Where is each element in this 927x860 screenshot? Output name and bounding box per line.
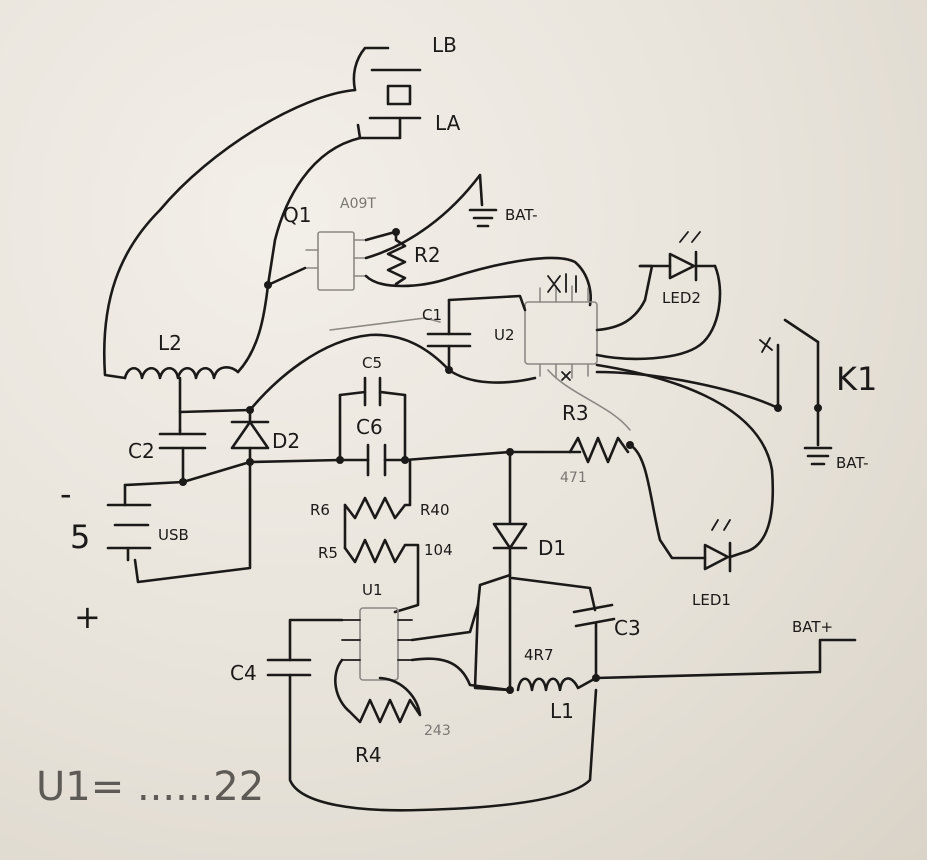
label-lb: LB <box>432 33 457 57</box>
resistor-r4 <box>334 658 422 724</box>
wire-d2-to-c1 <box>248 333 451 412</box>
capacitor-c6 <box>366 443 387 477</box>
label-q1-part: A09T <box>340 196 376 212</box>
label-c3: C3 <box>614 616 641 640</box>
label-c2: C2 <box>128 439 155 463</box>
ic-u1 <box>341 607 413 681</box>
label-q1: Q1 <box>283 203 311 227</box>
switch-k1 <box>759 318 822 412</box>
label-c1: C1 <box>422 306 442 324</box>
wire-usb-neg <box>123 458 342 487</box>
label-led2: LED2 <box>662 289 701 307</box>
wire-r2-to-u2 <box>364 256 592 307</box>
faint-wire-u2-to-r3 <box>547 369 631 431</box>
label-bat-minus-right: BAT- <box>836 454 869 472</box>
label-r3-value: 471 <box>560 470 587 486</box>
label-l2: L2 <box>158 331 182 355</box>
wire-d1-to-c3 <box>473 573 512 692</box>
wire-c1-bottom-to-u2 <box>447 368 537 384</box>
wire-q1-to-ground-top <box>364 173 484 260</box>
wire-d1-to-c3-right <box>510 576 597 612</box>
coil-la-lb <box>352 46 422 140</box>
resistor-r3 <box>568 436 634 464</box>
wire-q1-down-to-l2 <box>236 283 270 374</box>
label-c5: C5 <box>362 354 382 372</box>
wire-u1-to-d1 <box>410 603 480 642</box>
wire-u2-to-led2 <box>595 264 654 332</box>
label-usb: USB <box>158 526 189 544</box>
ic-u2 <box>524 273 598 381</box>
led-led1 <box>703 519 747 573</box>
label-note-u1: U1= ......22 <box>36 764 264 810</box>
label-r6-value: R40 <box>420 501 450 519</box>
inductor-l1 <box>516 676 598 692</box>
wire-c5-c6-left <box>338 393 370 462</box>
label-l1: L1 <box>550 699 574 723</box>
resistor-r6 <box>343 458 412 550</box>
junction-c2-usb <box>179 478 187 486</box>
diode-d1 <box>492 450 528 694</box>
ground-symbol-top <box>468 208 498 228</box>
wire-coil-left-loop <box>103 88 357 380</box>
wire-c5-c6-right <box>383 393 407 462</box>
label-l1-value: 4R7 <box>524 646 554 664</box>
label-d1: D1 <box>538 536 566 560</box>
junction-d2-bottom <box>246 458 254 466</box>
resistor-r2 <box>386 228 407 286</box>
label-bat-minus-top: BAT- <box>505 206 538 224</box>
ground-symbol-right <box>803 446 833 466</box>
label-led1: LED1 <box>692 591 731 609</box>
diode-d2 <box>133 408 270 584</box>
wire-u1-to-l1 <box>410 657 512 692</box>
wire-coil-to-q1 <box>266 136 362 287</box>
junction-c6-right <box>401 456 409 464</box>
wire-c2-to-d2 <box>178 408 252 414</box>
battery-usb <box>106 483 152 562</box>
label-la: LA <box>435 111 461 135</box>
wire-u2-to-led1-right <box>595 363 775 554</box>
label-minus-sign: - <box>60 475 72 513</box>
resistor-r5 <box>343 538 420 614</box>
label-five: 5 <box>70 518 90 556</box>
label-d2: D2 <box>272 429 300 453</box>
capacitor-c2 <box>158 432 207 484</box>
label-c4: C4 <box>230 661 257 685</box>
label-r4: R4 <box>355 743 382 767</box>
label-r2: R2 <box>414 243 441 267</box>
label-r4-value: 243 <box>424 723 451 739</box>
wire-to-bat-plus <box>594 638 857 680</box>
capacitor-c3 <box>572 603 616 680</box>
label-plus-sign: + <box>74 598 101 636</box>
junction-d2-top <box>246 406 254 414</box>
label-r6: R6 <box>310 501 330 519</box>
wire-c6-to-r3 <box>403 450 582 462</box>
wire-c1-top-to-u2 <box>447 294 527 312</box>
wire-q1-left <box>266 266 307 287</box>
label-bat-plus: BAT+ <box>792 618 833 636</box>
transistor-q1 <box>305 231 367 291</box>
wire-u2-to-k1 <box>595 370 780 410</box>
label-u2: U2 <box>494 326 515 344</box>
label-r3: R3 <box>562 401 589 425</box>
label-c6: C6 <box>356 415 383 439</box>
label-r5-value: 104 <box>424 541 453 559</box>
inductor-l2 <box>123 366 240 380</box>
wire-led2-to-k1 <box>595 264 722 361</box>
capacitor-c5 <box>338 376 407 407</box>
capacitor-c4 <box>266 618 598 812</box>
wire-r3-to-led1 <box>628 443 707 560</box>
label-k1: K1 <box>836 360 877 398</box>
label-u1: U1 <box>362 581 383 599</box>
faint-wire-left-of-c1 <box>329 317 441 331</box>
label-r5: R5 <box>318 544 338 562</box>
wire-q1-gate-right <box>364 230 397 242</box>
